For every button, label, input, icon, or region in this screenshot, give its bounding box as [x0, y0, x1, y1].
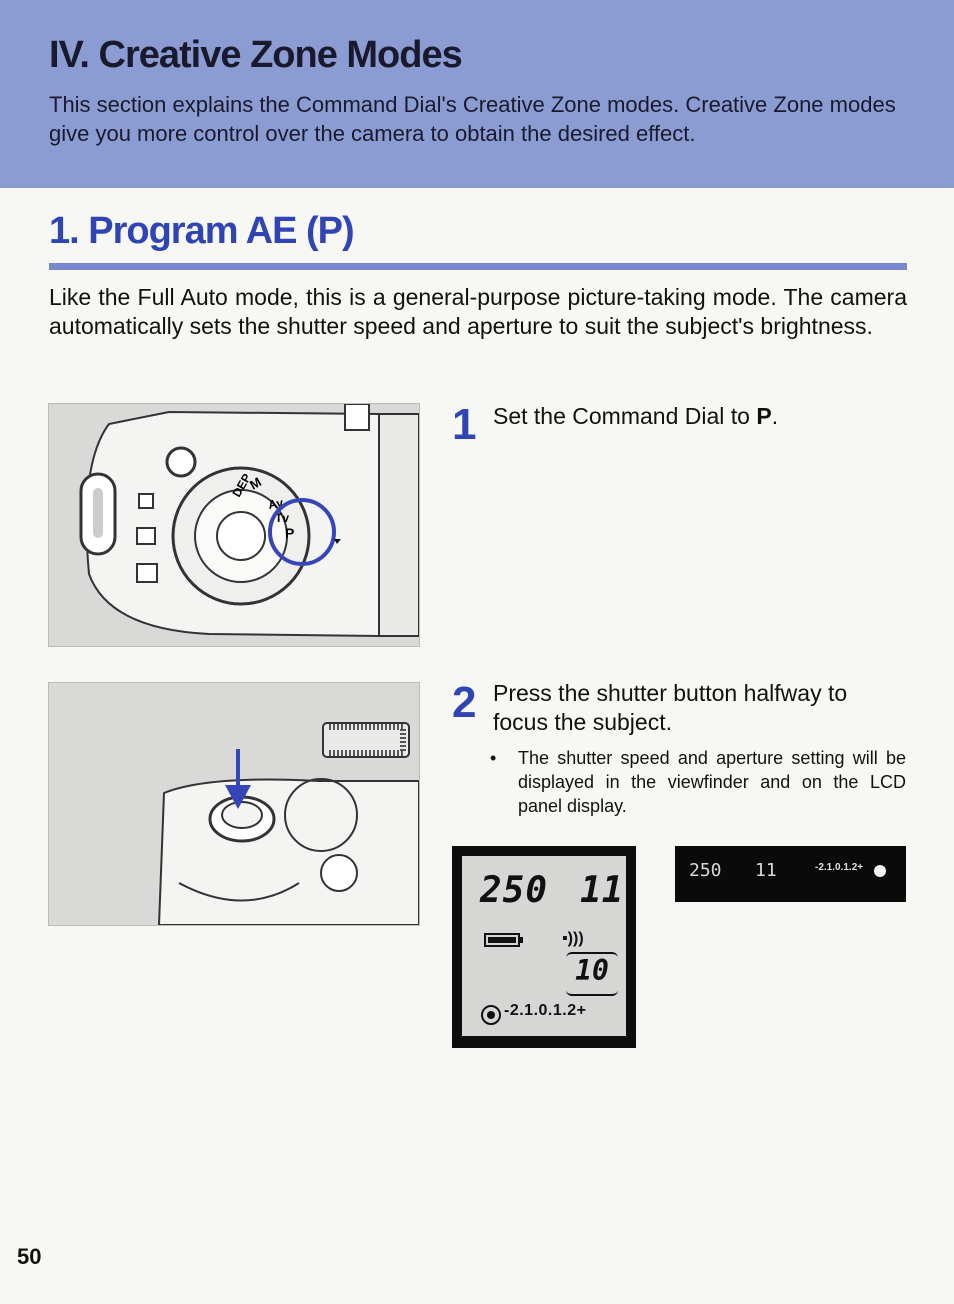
step-1-text: Set the Command Dial to P. — [493, 402, 906, 431]
header-band — [0, 0, 954, 188]
step-1-text-prefix: Set the Command Dial to — [493, 403, 757, 429]
step-1-mode-letter: P — [756, 403, 772, 429]
dial-tv-label: Tv — [275, 511, 289, 525]
step-2-number: 2 — [452, 678, 477, 727]
camera-top-drawing: DEP M Av Tv P — [49, 404, 419, 646]
step-1-text-suffix: . — [771, 403, 779, 429]
focus-confirmation-icon — [874, 865, 886, 877]
lcd-exposure-scale: -2.1.0.1.2+ — [504, 1002, 587, 1019]
shutter-button-drawing — [49, 683, 419, 925]
lcd-panel-display: 250 11 ▪))) 10 -2.1.0.1.2+ — [452, 846, 636, 1048]
section-title: IV. Creative Zone Modes — [49, 34, 463, 76]
viewfinder-aperture: 11 — [755, 860, 777, 881]
battery-icon — [484, 933, 523, 947]
metering-icon — [481, 1005, 501, 1025]
title-rule — [49, 263, 907, 270]
shutter-press-illustration — [48, 682, 420, 926]
step-2-text: Press the shutter button halfway to focu… — [493, 680, 848, 735]
dial-p-label: P — [285, 525, 294, 541]
section-intro: This section explains the Command Dial's… — [49, 92, 896, 146]
page-number: 50 — [17, 1244, 42, 1269]
viewfinder-exposure-scale: -2.1.0.1.2+ — [815, 862, 864, 873]
beep-icon: ▪))) — [562, 930, 584, 947]
program-ae-description: Like the Full Auto mode, this is a gener… — [49, 284, 907, 339]
step-2-bullet-text: The shutter speed and aperture setting w… — [518, 748, 906, 816]
dial-p-highlight-circle — [268, 498, 336, 566]
lcd-panel-screen: 250 11 ▪))) 10 -2.1.0.1.2+ — [462, 856, 626, 1036]
step-1-number: 1 — [452, 400, 477, 449]
viewfinder-shutter-speed: 250 — [689, 860, 722, 881]
lcd-shutter-speed: 250 — [480, 870, 549, 911]
bullet-dot-icon: • — [490, 748, 497, 768]
step-2-bullet: • The shutter speed and aperture setting… — [490, 746, 906, 818]
viewfinder-display: 250 11 -2.1.0.1.2+ — [675, 846, 906, 902]
lcd-frame-counter: 10 — [566, 952, 618, 996]
command-dial-illustration: DEP M Av Tv P — [48, 403, 420, 647]
lcd-aperture: 11 — [580, 870, 624, 911]
program-ae-title: 1. Program AE (P) — [49, 210, 355, 252]
